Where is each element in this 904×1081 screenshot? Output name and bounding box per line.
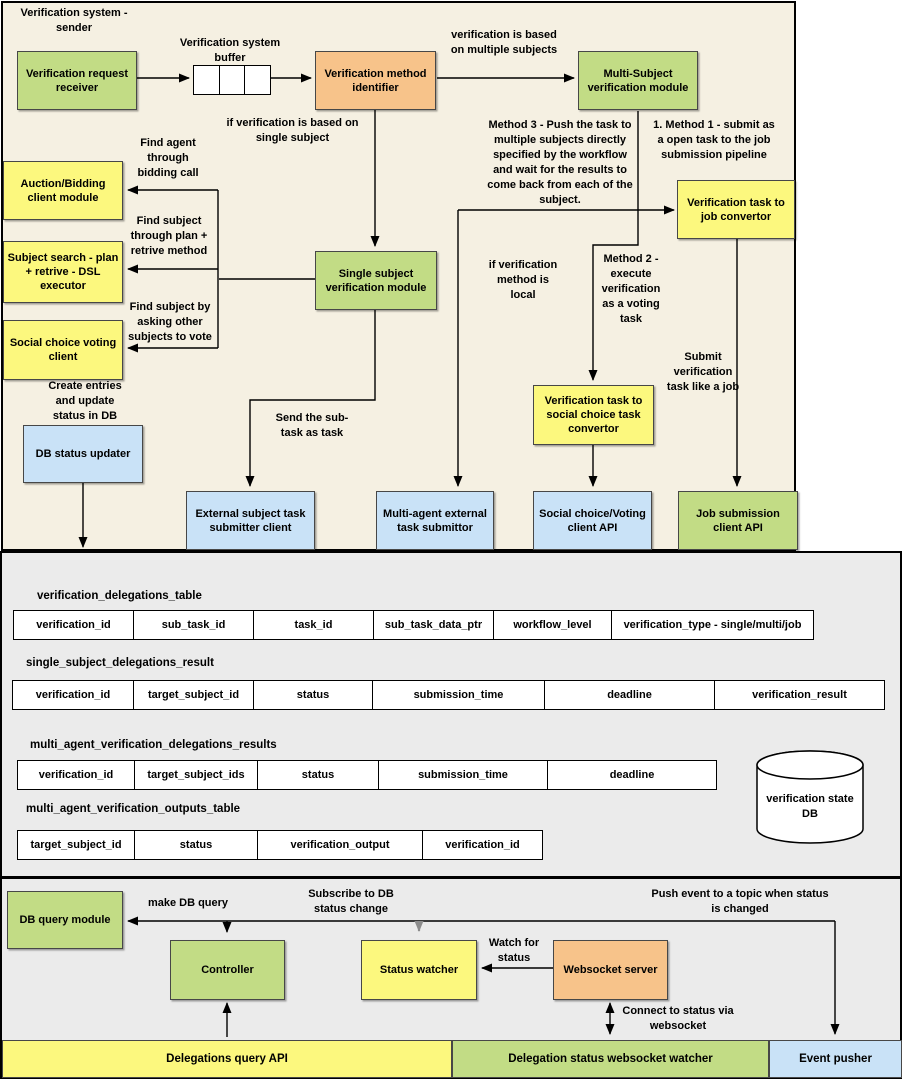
verification-delegations-table-header-row: verification_id sub_task_id task_id sub_… — [13, 610, 814, 640]
delegation-status-websocket-watcher-bar: Delegation status websocket watcher — [452, 1040, 769, 1078]
db-status-updater-box: DB status updater — [23, 425, 143, 483]
multi-subject-verification-module-box: Multi-Subject verification module — [578, 51, 698, 110]
table-title-verification-delegations: verification_delegations_table — [37, 590, 202, 602]
table-column-header: target_subject_id — [134, 681, 254, 709]
verification-method-identifier-box: Verification method identifier — [315, 51, 436, 110]
event-pusher-bar: Event pusher — [769, 1040, 902, 1078]
table-column-header: status — [254, 681, 373, 709]
table-column-header: workflow_level — [494, 611, 612, 639]
find-subject-plan-label: Find subject through plan + retrive meth… — [130, 215, 208, 257]
table-column-header: status — [258, 761, 379, 789]
if-local-label: if verification method is local — [488, 259, 558, 301]
table-column-header: verification_id — [18, 761, 135, 789]
table-title-multi-agent-delegations-results: multi_agent_verification_delegations_res… — [30, 739, 277, 751]
external-subject-task-submitter-client-box: External subject task submitter client — [186, 491, 315, 550]
single-subject-delegations-table-header-row: verification_id target_subject_id status… — [12, 680, 885, 710]
send-subtask-label: Send the sub-task as task — [275, 412, 349, 439]
job-submission-client-api-box: Job submission client API — [678, 491, 798, 550]
table-column-header: target_subject_id — [18, 831, 135, 859]
push-event-label: Push event to a topic when status is cha… — [651, 888, 829, 915]
single-subject-verification-module-box: Single subject verification module — [315, 251, 437, 310]
status-watcher-box: Status watcher — [361, 940, 477, 1000]
db-query-module-box: DB query module — [7, 891, 123, 949]
social-choice-voting-client-api-box: Social choice/Voting client API — [533, 491, 652, 550]
auction-bidding-client-module-box: Auction/Bidding client module — [3, 161, 123, 220]
table-column-header: task_id — [254, 611, 374, 639]
subject-search-dsl-executor-box: Subject search - plan + retrive - DSL ex… — [3, 241, 123, 303]
table-column-header: verification_result — [715, 681, 884, 709]
multi-agent-outputs-table-header-row: target_subject_id status verification_ou… — [17, 830, 543, 860]
delegations-query-api-bar: Delegations query API — [2, 1040, 452, 1078]
buffer-cell — [194, 66, 220, 94]
table-title-single-subject-delegations: single_subject_delegations_result — [26, 657, 214, 669]
buffer-label: Verification system buffer — [179, 37, 281, 64]
subscribe-status-label: Subscribe to DB status change — [308, 888, 394, 915]
table-column-header: verification_id — [13, 681, 134, 709]
connect-websocket-label: Connect to status via websocket — [622, 1005, 734, 1032]
verification-state-db-label: verification state DB — [766, 793, 854, 820]
table-column-header: submission_time — [373, 681, 545, 709]
method1-label: 1. Method 1 - submit as a open task to t… — [653, 119, 775, 161]
table-column-header: status — [135, 831, 258, 859]
database-cylinder-icon — [756, 750, 864, 844]
table-column-header: verification_output — [258, 831, 423, 859]
method2-label: Method 2 - execute verification as a vot… — [601, 253, 661, 325]
controller-box: Controller — [170, 940, 285, 1000]
social-choice-voting-client-box: Social choice voting client — [3, 320, 123, 380]
table-title-multi-agent-outputs: multi_agent_verification_outputs_table — [26, 803, 241, 815]
table-column-header: target_subject_ids — [135, 761, 258, 789]
find-agent-label: Find agent through bidding call — [137, 137, 199, 179]
multi-agent-external-task-submittor-box: Multi-agent external task submittor — [376, 491, 494, 550]
buffer-cell — [245, 66, 271, 94]
table-column-header: sub_task_id — [134, 611, 254, 639]
find-subject-vote-label: Find subject by asking other subjects to… — [128, 301, 212, 343]
table-column-header: sub_task_data_ptr — [374, 611, 494, 639]
table-column-header: deadline — [545, 681, 715, 709]
websocket-server-box: Websocket server — [553, 940, 668, 1000]
table-column-header: verification_id — [423, 831, 542, 859]
table-column-header: verification_id — [14, 611, 134, 639]
multiple-subjects-arrow-label: verification is based on multiple subjec… — [450, 29, 558, 56]
single-subject-arrow-label: if verification is based on single subje… — [226, 117, 359, 144]
verification-system-buffer — [193, 65, 271, 95]
make-db-query-label: make DB query — [147, 897, 229, 909]
sender-section-title: Verification system - sender — [20, 7, 128, 34]
verification-task-to-job-convertor-box: Verification task to job convertor — [677, 180, 795, 239]
submit-job-label: Submit verification task like a job — [666, 351, 740, 393]
table-column-header: deadline — [548, 761, 716, 789]
create-entries-label: Create entries and update status in DB — [48, 380, 122, 422]
table-column-header: submission_time — [379, 761, 548, 789]
table-column-header: verification_type - single/multi/job — [612, 611, 813, 639]
method3-label: Method 3 - Push the task to multiple sub… — [487, 119, 633, 206]
multi-agent-delegations-table-header-row: verification_id target_subject_ids statu… — [17, 760, 717, 790]
watch-for-status-label: Watch for status — [488, 937, 540, 964]
buffer-cell — [219, 66, 246, 94]
tables-section-container — [0, 551, 902, 878]
verification-request-receiver-box: Verification request receiver — [17, 51, 137, 110]
verification-task-to-social-choice-convertor-box: Verification task to social choice task … — [533, 385, 654, 445]
